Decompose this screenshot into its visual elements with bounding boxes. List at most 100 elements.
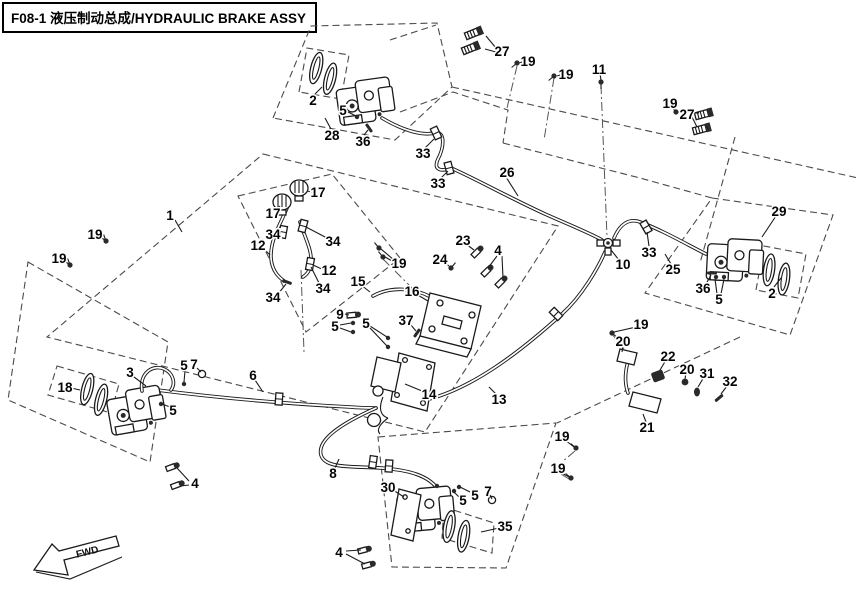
part-number-label: 26	[499, 165, 515, 180]
screw-head	[514, 60, 520, 66]
fastener-dot	[713, 274, 719, 280]
part-number-label: 34	[325, 234, 341, 249]
boot-body	[651, 369, 665, 383]
reservoir-cap	[272, 193, 292, 216]
screw-head	[568, 475, 574, 481]
screw-head	[673, 109, 679, 115]
bolt-head	[477, 245, 484, 252]
part-number-label: 2	[309, 93, 317, 108]
small-bolt	[169, 480, 185, 491]
leader-line	[659, 359, 667, 371]
thread	[702, 110, 706, 118]
part-number-label: 25	[665, 262, 681, 277]
bolt-head	[354, 311, 361, 318]
part-number-label: 9	[336, 307, 344, 322]
pad	[93, 383, 109, 416]
leader-line	[344, 313, 350, 316]
part-number-label: 5	[459, 493, 467, 508]
piston-center	[349, 103, 355, 109]
pad	[456, 519, 471, 553]
part-number-label: 20	[679, 362, 694, 377]
screw-head	[448, 265, 454, 271]
leader-line	[518, 61, 523, 64]
hose-clamp	[274, 392, 284, 406]
fastener-dot	[434, 483, 440, 489]
leader-line	[70, 387, 81, 391]
screw	[448, 262, 456, 271]
fastener-dot	[350, 320, 356, 326]
screw	[565, 473, 574, 481]
group-box	[7, 261, 169, 463]
leader-line	[487, 255, 498, 269]
leader-line	[459, 486, 471, 493]
fwd-arrow-shadow	[35, 556, 123, 580]
part-number-label: 19	[87, 227, 102, 242]
leader-line	[133, 376, 147, 387]
leader-line	[380, 248, 395, 261]
screw-head	[380, 254, 386, 260]
detail-path	[377, 396, 389, 435]
part-number-label: 33	[415, 146, 431, 161]
leader-line	[415, 293, 429, 302]
hose-clamp	[304, 256, 316, 272]
thread	[469, 30, 474, 38]
leader-line	[339, 322, 352, 326]
thread	[697, 126, 701, 134]
screw	[609, 330, 618, 338]
leader-line	[310, 266, 320, 284]
small-bolt	[470, 245, 484, 259]
part-number-label: 7	[190, 357, 198, 372]
thread	[699, 111, 703, 119]
hole	[428, 325, 436, 333]
screw-head	[609, 330, 615, 336]
clamp-line	[299, 224, 307, 228]
leader-line	[501, 255, 504, 279]
screw-shaft	[611, 332, 618, 338]
brake-line	[380, 116, 604, 242]
leader-line	[347, 111, 357, 117]
part-number-label: 16	[404, 284, 420, 299]
leader-line	[312, 264, 325, 271]
part-number-label: 19	[554, 429, 569, 444]
bolt-head	[476, 25, 485, 36]
centerline	[543, 77, 555, 141]
part-number-label: 7	[484, 484, 492, 499]
hole	[402, 494, 408, 500]
pin	[365, 123, 373, 133]
hose-clamp	[548, 306, 564, 322]
brake-line	[155, 388, 378, 410]
clamp-line	[432, 131, 440, 135]
part-number-label: 37	[398, 313, 413, 328]
pad-liner	[325, 67, 335, 91]
leader-line	[714, 278, 718, 295]
leader-line	[409, 323, 417, 332]
bolt-head	[178, 480, 185, 487]
part-number-label: 4	[191, 476, 199, 491]
part-number-label: 22	[660, 349, 675, 364]
hole	[419, 399, 427, 407]
part-number-label: 17	[310, 185, 325, 200]
screw-head	[376, 245, 382, 251]
pin-body	[365, 123, 373, 133]
clamp-line	[306, 262, 314, 266]
bracket-plate	[415, 335, 472, 358]
clamp-line	[369, 460, 377, 464]
leader-line	[646, 231, 650, 247]
zone-line	[502, 142, 713, 199]
group-box	[377, 422, 557, 569]
hole	[436, 299, 444, 307]
centerline	[382, 258, 419, 295]
brake-line-core	[381, 117, 603, 241]
thread	[700, 125, 704, 133]
group-box	[298, 47, 350, 100]
leader-line	[196, 367, 202, 373]
small-bolt	[356, 545, 372, 555]
port	[424, 498, 435, 509]
zone-line	[399, 91, 509, 144]
part-number-label: 35	[497, 519, 513, 534]
brake-line	[612, 219, 708, 256]
brake-line-core	[156, 389, 377, 409]
brake-pads	[762, 253, 791, 296]
pad-liner	[445, 514, 453, 539]
